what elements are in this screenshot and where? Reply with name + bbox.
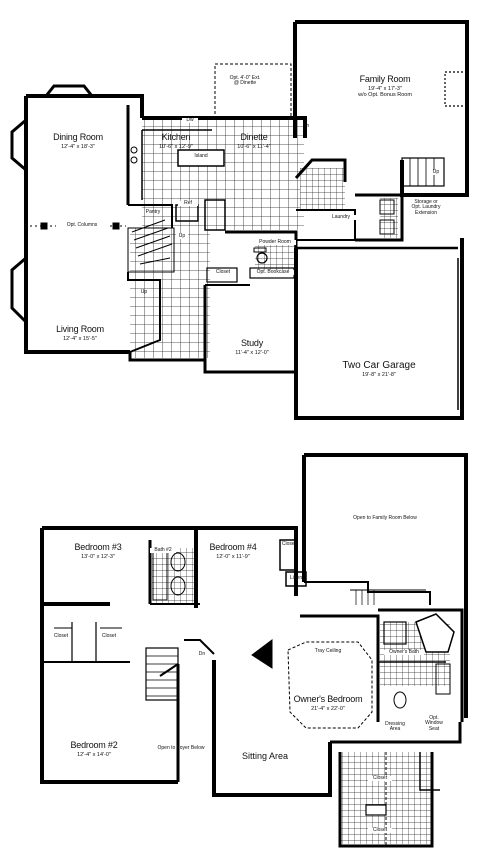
kitchen-name: Kitchen [161,132,191,142]
study-label: Study 11'-4" x 12'-0" [226,334,278,357]
linen-label: Linen [289,575,303,581]
storage-label: Storage or Opt. Laundry Extension [404,199,448,216]
garage-dims: 19'-8" x 21'-8" [362,371,396,378]
bedroom4-dims: 12'-0" x 11'-9" [216,553,250,560]
tray-ceiling-label: Tray Ceiling [314,648,342,654]
opt-bookcase-label: Opt. Bookcase [252,269,294,276]
closet-label-bed2a: Closet [53,633,69,639]
pantry-label: Pantry [145,209,161,215]
owners-bedroom-label: Owner's Bedroom 21'-4" x 22'-0" [288,690,368,713]
bedroom3-name: Bedroom #3 [74,542,122,552]
window-seat-label: Opt. Window Seat [420,715,448,732]
up-label-main: Up [140,289,148,295]
study-name: Study [240,338,263,348]
owners-bath-label: Owner's Bath [384,649,424,656]
powder-room-label: Powder Room [254,239,296,246]
opt-columns-label: Opt. Columns [56,222,108,229]
storage-line1: Storage or [414,199,438,205]
garage-name: Two Car Garage [342,360,416,371]
owners-bedroom-dims: 21'-4" x 22'-0" [311,705,345,712]
study-dims: 11'-4" x 12'-0" [235,349,269,356]
family-room-note: w/o Opt. Bonus Room [358,91,412,98]
bedroom4-name: Bedroom #4 [209,542,257,552]
dn-label-first: Dn [302,123,310,129]
dw-label: Dw [182,117,198,124]
laundry-label: Laundry [326,214,356,221]
closet-label-bed2b: Closet [101,633,117,639]
bath2-label: Bath #2 [150,547,176,554]
family-room-dims: 19'-4" x 17'-3" [368,85,402,92]
island-label: Island [194,153,208,159]
living-room-label: Living Room 12'-4" x 15'-5" [44,320,116,343]
opt-bay-line2: @ Dinette [233,80,257,87]
storage-line2: Opt. Laundry [411,204,441,211]
open-foyer-label: Open to Foyer Below [157,745,205,751]
bedroom2-name: Bedroom #2 [70,740,118,750]
closet-label: Closet [215,269,231,275]
dining-room-name: Dining Room [53,132,103,142]
closet-label-south-b: Closet [368,827,392,834]
first-floor-plan [10,20,469,420]
bedroom3-dims: 13'-0" x 12'-3" [81,553,115,560]
second-floor-plan [40,453,468,848]
garage-label: Two Car Garage 19'-8" x 21'-8" [336,356,422,379]
dinette-dims: 10'-6" x 11'-4" [237,143,271,150]
dressing-line2: Area [389,726,401,733]
kitchen-dims: 10'-6" x 12'-9" [159,143,193,150]
kitchen-label: Kitchen 10'-6" x 12'-9" [148,128,204,151]
window-seat-line3: Seat [428,725,440,732]
up-label-east: Up [430,169,442,176]
ref-label: Ref [178,200,198,207]
living-room-dims: 12'-4" x 15'-5" [63,335,97,342]
storage-line3: Extension [415,209,437,216]
living-room-name: Living Room [56,324,104,334]
dining-room-dims: 12'-4" x 18'-3" [61,143,95,150]
closet-label-south-a: Closet [368,775,392,782]
dinette-name: Dinette [240,132,268,142]
sitting-area-label: Sitting Area [241,751,289,761]
open-family-label: Open to Family Room Below [353,515,417,521]
opt-bay-label: Opt. 4'-0" Ext. @ Dinette [215,75,275,87]
bedroom3-label: Bedroom #3 13'-0" x 12'-3" [66,538,130,561]
window-seat-line1: Opt. [429,715,439,721]
bedroom2-label: Bedroom #2 12'-4" x 14'-0" [62,736,126,759]
family-room-label: Family Room 19'-4" x 17'-3" w/o Opt. Bon… [345,70,425,98]
dining-room-label: Dining Room 12'-4" x 18'-3" [42,128,114,151]
bedroom2-dims: 12'-4" x 14'-0" [77,751,111,758]
dinette-label: Dinette 10'-6" x 11'-4" [226,128,282,151]
window-seat-line2: Window [425,720,443,727]
dressing-line1: Dressing [385,721,405,727]
dressing-label: Dressing Area [380,721,410,733]
family-room-name: Family Room [359,74,411,84]
opt-bay-line1: Opt. 4'-0" Ext. [229,75,261,81]
owners-bedroom-name: Owner's Bedroom [293,694,363,704]
closet-label-bed4: Closet [281,541,297,547]
dn-label-second: Dn [198,651,206,657]
up-label-mid: Up [176,233,188,240]
bedroom4-label: Bedroom #4 12'-0" x 11'-9" [202,538,264,561]
